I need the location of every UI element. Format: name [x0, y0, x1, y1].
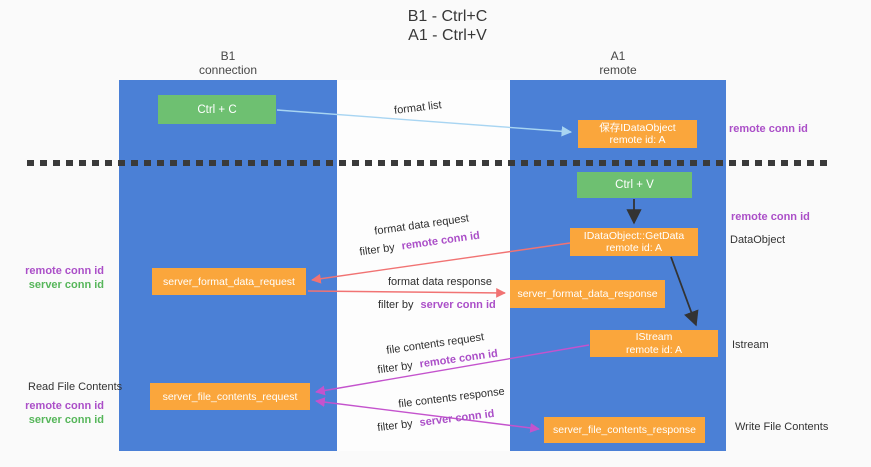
- node-ctrl-c-label: Ctrl + C: [197, 103, 237, 116]
- node-idataobject-getdata: IDataObject::GetData remote id: A: [570, 228, 698, 256]
- node-server-format-data-response-label: server_format_data_response: [517, 288, 658, 300]
- lifeline-a1-header: A1 remote: [510, 49, 726, 77]
- phase-divider-dashed-line: [27, 160, 833, 166]
- node-idataobject-getdata-line1: IDataObject::GetData: [583, 229, 685, 242]
- node-server-file-contents-request: server_file_contents_request: [150, 383, 310, 410]
- node-server-format-data-request: server_format_data_request: [152, 268, 306, 295]
- lifeline-b1-role: connection: [198, 63, 258, 77]
- label-format-data-response-text: format data response: [388, 276, 492, 288]
- annotation-istream: Istream: [732, 339, 769, 351]
- annotation-read-file-contents: Read File Contents: [28, 381, 123, 393]
- node-istream: IStream remote id: A: [590, 330, 718, 357]
- annotation-write-file-contents: Write File Contents: [735, 421, 829, 433]
- lifeline-a1-name: A1: [610, 49, 626, 63]
- node-ctrl-c: Ctrl + C: [158, 95, 276, 124]
- diagram-title-line1: B1 - Ctrl+C: [407, 8, 488, 25]
- node-server-file-contents-request-label: server_file_contents_request: [162, 390, 298, 403]
- diagram-title: B1 - Ctrl+C A1 - Ctrl+V: [12, 7, 871, 45]
- annotation-left-remote-conn-id-bottom: remote conn id: [25, 400, 104, 412]
- lifeline-b1-name: B1: [220, 49, 236, 63]
- label-format-data-response: format data response: [388, 276, 492, 288]
- node-server-file-contents-response: server_file_contents_response: [544, 417, 705, 443]
- filter-by-text: filter by: [378, 299, 414, 311]
- node-server-file-contents-response-label: server_file_contents_response: [552, 424, 696, 436]
- annotation-left-server-conn-id-mid: server conn id: [28, 279, 104, 291]
- diagram-title-line2: A1 - Ctrl+V: [408, 27, 487, 44]
- lifeline-a1-role: remote: [599, 63, 637, 77]
- node-server-format-data-response: server_format_data_response: [510, 280, 665, 308]
- annotation-dataobject: DataObject: [730, 234, 786, 246]
- annotation-remote-conn-id-top: remote conn id: [729, 123, 808, 135]
- node-istream-line2: remote id: A: [625, 343, 683, 356]
- lifeline-b1-header: B1 connection: [119, 49, 337, 77]
- node-save-idataobject-line1: 保存IDataObject: [599, 121, 676, 134]
- annotation-left-remote-conn-id-mid: remote conn id: [25, 265, 104, 277]
- node-istream-line1: IStream: [635, 331, 673, 343]
- label-filter-by-server-conn-id-format: filter by server conn id: [378, 299, 496, 311]
- node-ctrl-v: Ctrl + V: [577, 172, 692, 198]
- node-ctrl-v-label: Ctrl + V: [615, 179, 654, 191]
- node-save-idataobject-line2: remote id: A: [609, 134, 666, 146]
- node-save-idataobject: 保存IDataObject remote id: A: [578, 120, 697, 148]
- annotation-left-server-conn-id-bottom: server conn id: [28, 414, 104, 426]
- annotation-remote-conn-id-mid: remote conn id: [731, 211, 810, 223]
- server-conn-id-keyword: server conn id: [420, 299, 496, 311]
- node-server-format-data-request-label: server_format_data_request: [163, 275, 295, 288]
- node-idataobject-getdata-line2: remote id: A: [605, 242, 663, 254]
